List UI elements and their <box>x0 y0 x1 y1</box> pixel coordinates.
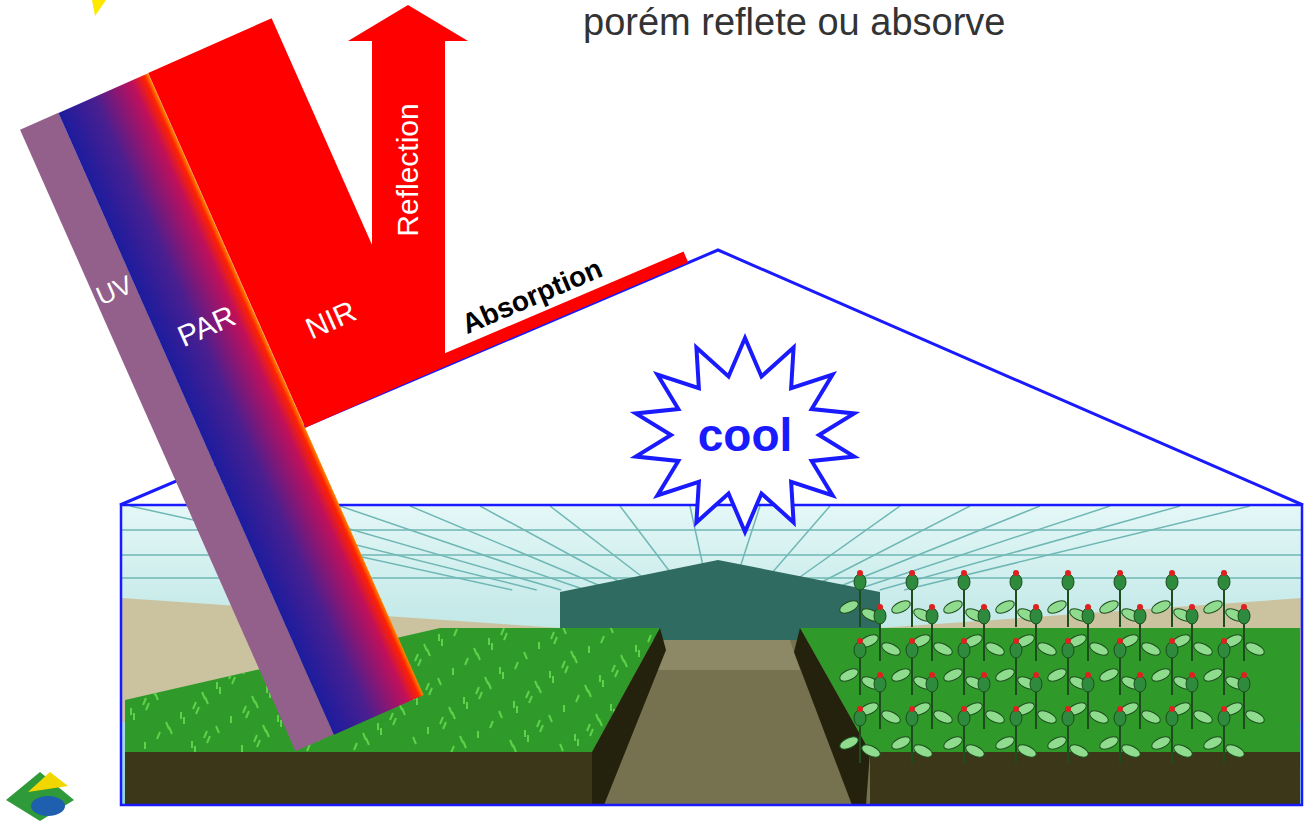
logo <box>6 772 74 821</box>
flower-plants <box>838 570 1266 763</box>
bed-side <box>592 628 666 805</box>
sun-ray <box>92 0 106 16</box>
bed-front <box>125 752 592 805</box>
band-label: cool <box>698 412 793 458</box>
reflection-arrow: Reflection <box>348 5 468 385</box>
band-label: Reflection <box>393 103 423 236</box>
slide-title: porém reflete ou absorve <box>583 2 1005 44</box>
cool-starburst: cool <box>630 335 860 535</box>
bed-front <box>870 752 1300 805</box>
bed-side <box>794 628 870 805</box>
